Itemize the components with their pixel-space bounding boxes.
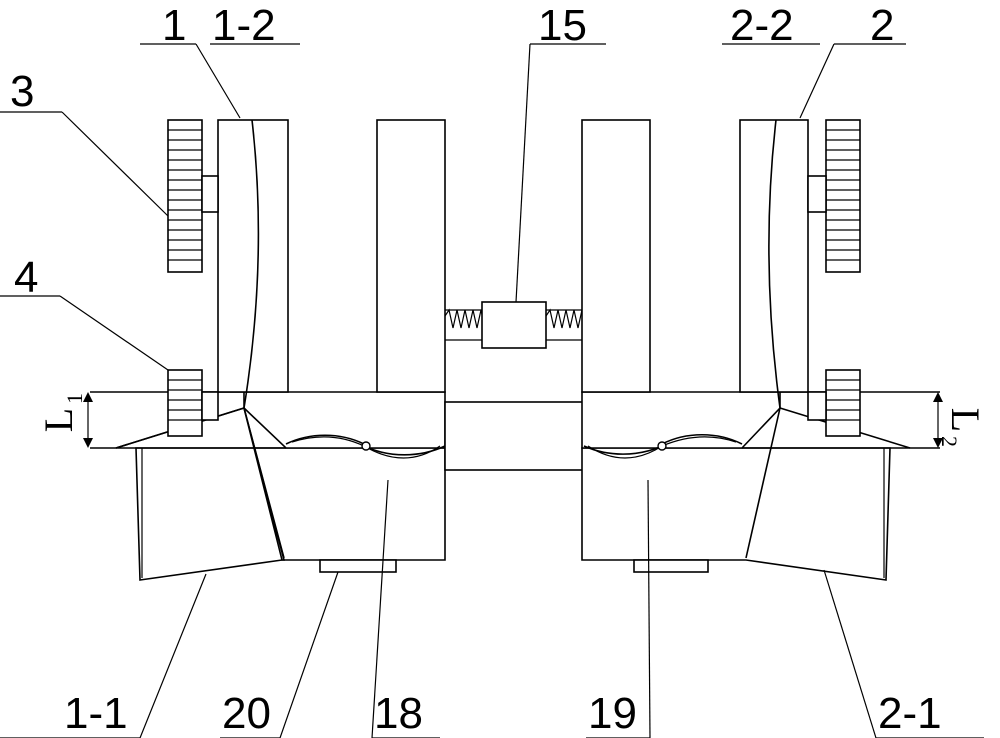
- label-3: 3: [10, 67, 34, 116]
- label-1-2: 1-2: [212, 1, 276, 50]
- left-upright-outer: [218, 120, 288, 392]
- center-assembly: [445, 302, 592, 470]
- label-1: 1: [162, 1, 186, 50]
- label-2-1: 2-1: [878, 689, 942, 738]
- svg-text:L: L: [943, 408, 988, 432]
- label-20: 20: [222, 689, 271, 738]
- right-base-2-1: [582, 448, 890, 580]
- svg-text:L: L: [36, 408, 81, 432]
- center-bridge: [445, 402, 583, 470]
- label-18: 18: [374, 689, 423, 738]
- label-2: 2: [870, 1, 894, 50]
- left-upright-inner: [377, 120, 445, 392]
- left-pivot-point: [362, 442, 370, 450]
- center-nut-15: [482, 302, 546, 348]
- label-19: 19: [588, 689, 637, 738]
- right-assembly: [582, 120, 940, 580]
- svg-text:1: 1: [62, 393, 87, 404]
- left-pad-20: [320, 560, 396, 572]
- left-knob4-shaft: [202, 392, 218, 420]
- dim-label-l2: L 2: [937, 408, 988, 447]
- svg-text:2: 2: [937, 436, 962, 447]
- label-2-2: 2-2: [730, 1, 794, 50]
- label-4: 4: [14, 253, 38, 302]
- right-upright-inner: [582, 120, 650, 392]
- right-pad: [634, 560, 708, 572]
- left-knob-3: [168, 120, 202, 272]
- label-15: 15: [538, 1, 587, 50]
- dim-label-l1: L 1: [36, 393, 87, 432]
- label-1-1: 1-1: [64, 689, 128, 738]
- right-knob-lower-shaft: [808, 392, 826, 420]
- right-pivot-point: [658, 442, 666, 450]
- left-assembly: [90, 120, 445, 580]
- left-base-1-1: [136, 448, 445, 580]
- right-knob-upper: [826, 120, 860, 272]
- right-knob-shaft: [808, 176, 826, 212]
- left-knob-shaft: [202, 176, 218, 212]
